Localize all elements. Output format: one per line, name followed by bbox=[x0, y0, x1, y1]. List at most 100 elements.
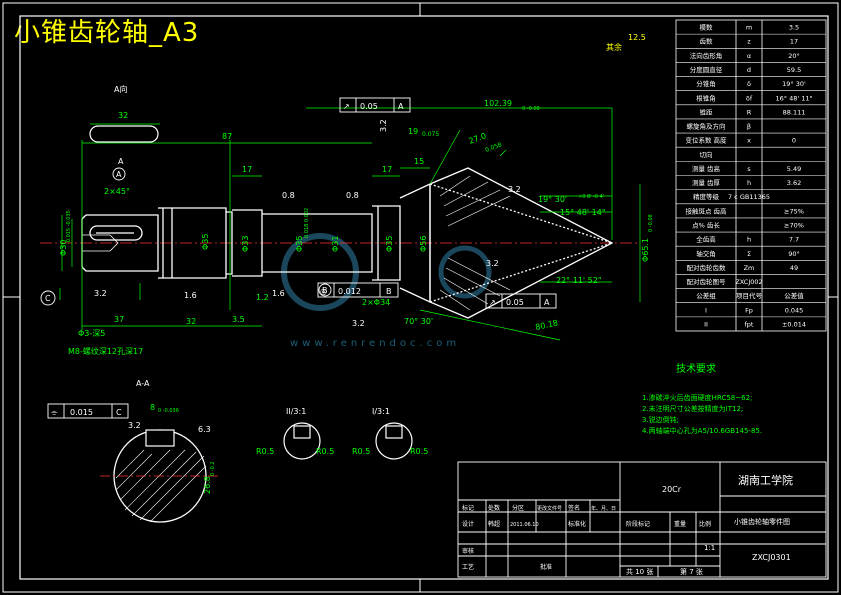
dim-27-tol: 0.058 bbox=[484, 141, 503, 154]
table-cell: II bbox=[704, 320, 708, 328]
table-cell: ≥70% bbox=[784, 221, 804, 229]
dim-d1-tol: -0.015 -0.035 bbox=[66, 210, 72, 244]
table-cell: m bbox=[746, 24, 752, 32]
tb-scale: 1:1 bbox=[704, 544, 715, 552]
a-direction-label: A向 bbox=[114, 84, 127, 94]
tb-label-weight: 重量 bbox=[674, 520, 686, 528]
watermark-text: www.renrendoc.com bbox=[290, 338, 460, 349]
table-cell: 19° 30' bbox=[782, 80, 806, 88]
table-cell: 接触斑点 齿高 bbox=[685, 206, 727, 215]
dim-d6: Φ56 bbox=[419, 236, 428, 252]
technical-requirements: 技术要求 1.渗碳淬火后齿面硬度HRC58~62; 2.未注明尺寸公差按精度为I… bbox=[642, 362, 762, 435]
view-labels: A向 A-A II/3:1 I/3:1 A 其余 12.5 bbox=[114, 33, 646, 416]
tb-label-design: 设计 bbox=[462, 520, 474, 528]
table-cell: h bbox=[747, 236, 751, 244]
tech-req-item-4: 4.两轴端中心孔为A5/10.6GB145-85. bbox=[642, 426, 762, 435]
table-cell: Zm bbox=[744, 264, 755, 272]
dim-d7: Φ65.1 bbox=[641, 238, 650, 262]
tb-label-mark: 标记 bbox=[462, 504, 474, 512]
datum-b: B bbox=[322, 286, 328, 295]
tb-label-approve: 批准 bbox=[540, 563, 552, 571]
section-a-a bbox=[100, 429, 220, 523]
table-cell: α bbox=[747, 52, 751, 60]
table-cell: 测量 齿高 bbox=[692, 164, 721, 173]
dim-d2: Φ35 bbox=[201, 234, 210, 250]
tb-label-ratio: 比例 bbox=[699, 520, 711, 528]
dim-d3: Φ35 bbox=[295, 236, 304, 252]
dim-det-r3: R0.5 bbox=[352, 447, 370, 456]
table-cell: 公差组 bbox=[696, 291, 716, 300]
dim-ang-15: 15° 48' 14" bbox=[560, 208, 606, 217]
table-cell: 分锥角 bbox=[696, 79, 716, 88]
tb-label-date: 年、月、日 bbox=[591, 505, 616, 512]
tb-drawing-no: ZXCJ0301 bbox=[752, 553, 791, 562]
table-cell: 16° 48' 11" bbox=[776, 94, 813, 102]
table-cell: ≥75% bbox=[784, 207, 804, 215]
table-cell: 20° bbox=[788, 52, 800, 60]
dim-37: 37 bbox=[114, 315, 124, 324]
tb-school: 湖南工学院 bbox=[738, 473, 793, 487]
dim-d4: Φ31 bbox=[331, 236, 340, 252]
keyway-view bbox=[89, 125, 159, 143]
dim-sec-w-tol: 0 -0.036 bbox=[158, 408, 179, 414]
dim-d8: Φ33 bbox=[241, 236, 250, 252]
dim-sec-w: 8 bbox=[150, 403, 155, 412]
tol-3-ref: A bbox=[544, 298, 550, 307]
tech-req-heading: 技术要求 bbox=[676, 362, 716, 375]
dim-det-r4: R0.5 bbox=[410, 447, 428, 456]
table-cell: 轴交角 bbox=[696, 249, 716, 258]
table-cell: 齿数 bbox=[700, 37, 714, 46]
datum-c: C bbox=[45, 294, 51, 303]
tb-label-process: 工艺 bbox=[462, 563, 474, 571]
dim-27: 27.0 bbox=[468, 131, 488, 146]
datum-texts: C B A bbox=[45, 170, 328, 303]
table-cell: 根锥角 bbox=[696, 93, 716, 102]
table-cell: 49 bbox=[790, 264, 798, 272]
table-cell: fpt bbox=[745, 320, 754, 328]
title-block-texts: 20Cr 湖南工学院 小锥齿轮轴零件图 ZXCJ0301 1:1 共 10 张 … bbox=[462, 473, 793, 576]
detail-views bbox=[283, 422, 413, 460]
table-cell: 88.111 bbox=[783, 108, 806, 116]
table-cell: h bbox=[747, 179, 751, 187]
tol-3-sym: ↗ bbox=[489, 298, 496, 307]
table-cell: d bbox=[747, 66, 751, 74]
tb-sheets-total: 共 10 张 bbox=[626, 567, 653, 576]
dim-chamfer-2: 2×Φ34 bbox=[362, 298, 390, 307]
dim-sec-h-tol: 0 -0.2 bbox=[210, 461, 216, 476]
detail-ii-label: II/3:1 bbox=[286, 407, 306, 416]
table-cell: 精度等级 bbox=[693, 192, 720, 201]
roughness-1: 3.2 bbox=[94, 289, 107, 298]
dim-keyway: 32 bbox=[118, 111, 128, 120]
rest-symbol: 其余 bbox=[606, 42, 622, 52]
table-cell: 螺旋角及方向 bbox=[687, 122, 726, 131]
dim-32: 32 bbox=[186, 317, 196, 326]
table-cell: ZXCJ002 bbox=[735, 278, 762, 286]
table-cell: 配对齿轮齿数 bbox=[687, 263, 727, 272]
tb-sheet-no: 第 7 张 bbox=[680, 567, 703, 576]
tb-designer: 韩超 bbox=[488, 520, 500, 528]
roughness-8: 3.2 bbox=[352, 319, 365, 328]
table-cell: ±0.014 bbox=[782, 320, 806, 328]
table-cell: 项目代号 bbox=[736, 291, 763, 300]
tech-req-item-3: 3.锐边倒钝; bbox=[642, 415, 679, 424]
tol-1-val: 0.05 bbox=[360, 102, 378, 111]
datum-markers bbox=[40, 167, 332, 306]
tol-4-ref: C bbox=[116, 408, 122, 417]
table-cell: 0 bbox=[792, 137, 796, 145]
datum-a: A bbox=[116, 170, 122, 179]
dim-ang-19: 19° 30' bbox=[538, 195, 567, 204]
tol-2-sym: ◎ bbox=[320, 287, 327, 296]
tol-2-val: 0.012 bbox=[338, 287, 361, 296]
table-cell: I bbox=[705, 306, 707, 314]
rest-roughness: 12.5 bbox=[628, 33, 646, 42]
table-cell: z bbox=[747, 38, 751, 46]
table-cell: 17 bbox=[790, 38, 798, 46]
tb-label-zone: 分区 bbox=[512, 504, 524, 512]
roughness-11: 3.2 bbox=[486, 259, 499, 268]
table-cell: 59.5 bbox=[787, 66, 801, 74]
dim-19: 19 bbox=[408, 127, 418, 136]
table-cell: 锥距 bbox=[700, 107, 714, 116]
dim-one-x: 1.2 bbox=[256, 293, 269, 302]
table-cell: 3.62 bbox=[787, 179, 801, 187]
dim-19-tol: 0.075 bbox=[422, 131, 439, 138]
